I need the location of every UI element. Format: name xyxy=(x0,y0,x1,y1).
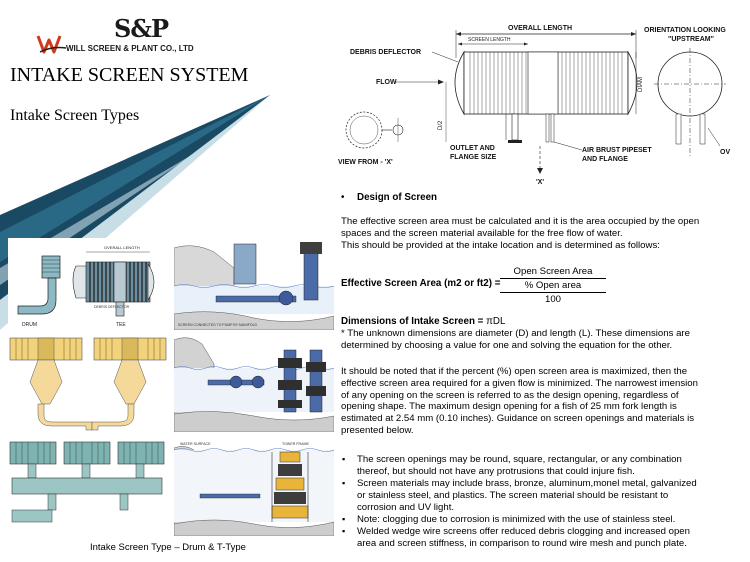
screen-length-dim: SCREEN LENGTH xyxy=(468,37,511,43)
heading-bullet: • xyxy=(341,192,345,203)
dimensions-label: Dimensions of Intake Screen = xyxy=(341,316,484,327)
company-name: WILL SCREEN & PLANT CO., LTD xyxy=(66,44,194,53)
opening-line-6: presented below. xyxy=(341,424,414,436)
company-logo: S&P WILL SCREEN & PLANT CO., LTD xyxy=(36,14,196,56)
pump-station-section: SCREEN CONNECTED TO PUMP BY MANIFOLD xyxy=(173,238,335,331)
d-half-dim: D/2 xyxy=(438,120,444,130)
diam-dim: DIAM xyxy=(638,77,644,92)
guidance-bullet-materials: Screen materials may include brass, bron… xyxy=(341,478,743,513)
slide-title: INTAKE SCREEN SYSTEM xyxy=(10,64,249,86)
tower-stack xyxy=(271,451,309,522)
bullet-line: corrosion and UV light. xyxy=(357,501,455,513)
dimensions-note-line-1: * The unknown dimensions are diameter (D… xyxy=(341,328,690,339)
screen-note: SCREEN CONNECTED TO PUMP BY MANIFOLD xyxy=(178,323,258,327)
outlet-label-1: OUTLET AND xyxy=(450,145,495,152)
equation-denominator: % Open area xyxy=(500,279,606,293)
design-heading: • Design of Screen xyxy=(341,192,437,203)
view-from-x-label: VIEW FROM - 'X' xyxy=(338,159,393,166)
opening-line-5: estimated at 2.54 mm (0.10 inches). Guid… xyxy=(341,413,695,425)
orientation-label-2: "UPSTREAM" xyxy=(668,36,714,43)
design-intro-line-1: The effective screen area must be calcul… xyxy=(341,216,700,227)
drum-label: DRUM xyxy=(22,322,37,328)
tower-frame-label: TOWER FRAME xyxy=(282,442,309,446)
bullet-line: Note: clogging due to corrosion is minim… xyxy=(357,513,676,525)
yellow-tee-screens xyxy=(8,334,170,432)
equation-numerator: Open Screen Area xyxy=(500,266,606,279)
dimensions-formula: Dimensions of Intake Screen = πDL xyxy=(341,316,505,327)
ov-label: OV xyxy=(720,149,730,156)
guidance-bullet-wedge-wire: Welded wedge wire screens offer reduced … xyxy=(341,526,743,550)
air-burst-label-2: AND FLANGE xyxy=(582,156,628,163)
equation-label: Effective Screen Area (m2 or ft2) = xyxy=(341,278,501,289)
overall-length-dim: OVERALL LENGTH xyxy=(508,25,572,32)
bullet-line: The screen openings may be round, square… xyxy=(357,454,682,465)
design-heading-text: Design of Screen xyxy=(357,192,438,203)
guidance-bullet-list: The screen openings may be round, square… xyxy=(341,454,743,550)
opening-line-1: It should be noted that if the percent (… xyxy=(341,366,688,377)
x-section-mark: 'X' xyxy=(536,179,544,186)
underwater-mount-section xyxy=(173,334,335,433)
outlet-label-2: FLANGE SIZE xyxy=(450,154,497,161)
manifold-screen-1 xyxy=(9,441,57,465)
tee-screen-illustration: OVERALL LENGTH DEBRIS DEFLECTOR TEE xyxy=(72,245,155,328)
bullet-line: Screen materials may include brass, bron… xyxy=(357,478,697,490)
bullet-line: or stainless steel, and plastics. The sc… xyxy=(357,489,669,501)
logo-mark: S&P xyxy=(114,14,169,43)
slide-subtitle: Intake Screen Types xyxy=(10,107,140,124)
flow-label: FLOW xyxy=(376,79,397,86)
guidance-bullet-openings: The screen openings may be round, square… xyxy=(341,454,743,478)
design-intro-line-2: spaces and the screen material available… xyxy=(341,227,623,239)
opening-line-3: of any opening on the screen is referred… xyxy=(341,389,679,401)
manifold-drum-screens xyxy=(8,436,170,536)
dimensions-note-line-2: determined by choosing a value for one a… xyxy=(341,339,673,351)
deflector-note: DEBRIS DEFLECTOR xyxy=(94,305,130,309)
equation-fraction: Open Screen Area % Open area 100 xyxy=(500,266,606,305)
tee-screen-pair-1 xyxy=(9,337,83,405)
design-intro-line-3: This should be provided at the intake lo… xyxy=(341,239,660,251)
manifold-screen-3 xyxy=(117,441,165,465)
left-panel-caption: Intake Screen Type – Drum & T-Type xyxy=(90,542,246,553)
equation-denominator-2: 100 xyxy=(544,294,561,305)
drum-tee-drawing: DRUM OVERALL LENGTH xyxy=(8,238,170,330)
dimensions-note: * The unknown dimensions are diameter (D… xyxy=(341,328,743,352)
opening-line-4: opening shape. The maximum design openin… xyxy=(341,401,677,413)
logo-swoosh-icon xyxy=(36,35,67,54)
tower-frame-section: WATER SURFACE TOWER FRAME xyxy=(173,436,335,537)
screen-dimension-diagram: OVERALL LENGTH SCREEN LENGTH xyxy=(338,25,730,186)
debris-deflector-label: DEBRIS DEFLECTOR xyxy=(350,49,421,56)
dimensions-formula-value: πDL xyxy=(486,316,506,327)
guidance-bullet-clogging: Note: clogging due to corrosion is minim… xyxy=(341,514,743,526)
bullet-line: thereof, but should not have any protrus… xyxy=(357,465,635,477)
bullet-line: Welded wedge wire screens offer reduced … xyxy=(357,526,690,538)
air-burst-label-1: AIR BRUST PIPESET xyxy=(582,147,652,154)
design-intro-paragraph: The effective screen area must be calcul… xyxy=(341,216,743,251)
design-opening-paragraph: It should be noted that if the percent (… xyxy=(341,366,743,437)
overall-length-label: OVERALL LENGTH xyxy=(104,245,140,250)
bullet-line: area and screen stiffness, in comparison… xyxy=(357,538,687,550)
tee-screen-pair-2 xyxy=(93,337,167,405)
tee-label: TEE xyxy=(116,322,126,328)
orientation-label-1: ORIENTATION LOOKING xyxy=(644,27,726,34)
opening-line-2: effective screen area required for a giv… xyxy=(341,377,698,389)
drum-screen-illustration: DRUM xyxy=(17,255,61,328)
manifold-screen-2 xyxy=(63,441,111,465)
water-surface-label: WATER SURFACE xyxy=(180,442,211,446)
